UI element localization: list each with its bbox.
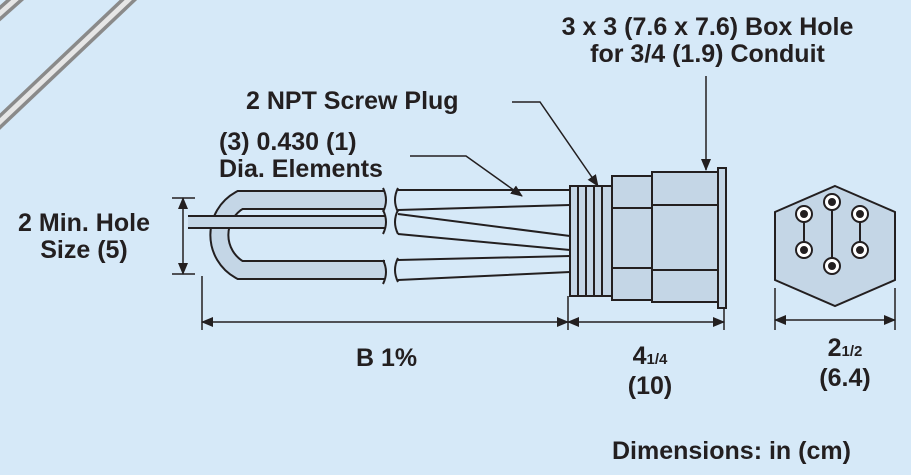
elements-line2: Dia. Elements	[219, 155, 383, 183]
head-length-fraction: 1/4	[646, 351, 668, 368]
head-length-cm: (10)	[627, 372, 673, 400]
length-b-label: B 1%	[356, 344, 418, 372]
head-length-label: 41/4 (10)	[600, 343, 700, 400]
hex-width-whole: 2	[827, 334, 842, 362]
units-note: Dimensions: in (cm)	[612, 437, 851, 465]
hex-end-view	[774, 184, 896, 308]
screw-plug-drawing	[569, 167, 727, 309]
hole-size-line1: 2 Min. Hole	[18, 209, 150, 237]
dimension-lines	[172, 197, 896, 330]
elements-line1: (3) 0.430 (1)	[219, 128, 357, 156]
heating-elements	[188, 187, 571, 285]
screw-plug-label: 2 NPT Screw Plug	[246, 87, 459, 115]
background-rods	[0, 0, 138, 130]
leader-lines	[410, 76, 711, 197]
box-hole-line2: for 3/4 (1.9) Conduit	[590, 40, 825, 68]
elements-label: (3) 0.430 (1) Dia. Elements	[219, 129, 383, 183]
hex-width-fraction: 1/2	[841, 343, 863, 360]
hex-width-cm: (6.4)	[819, 364, 871, 392]
head-length-whole: 4	[632, 342, 647, 370]
hex-width-label: 21/2 (6.4)	[795, 335, 895, 392]
box-hole-line1: 3 x 3 (7.6 x 7.6) Box Hole	[561, 13, 854, 41]
hole-size-line2: Size (5)	[40, 236, 128, 264]
box-hole-label: 3 x 3 (7.6 x 7.6) Box Hole for 3/4 (1.9)…	[515, 14, 900, 68]
hole-size-label: 2 Min. Hole Size (5)	[4, 210, 164, 264]
